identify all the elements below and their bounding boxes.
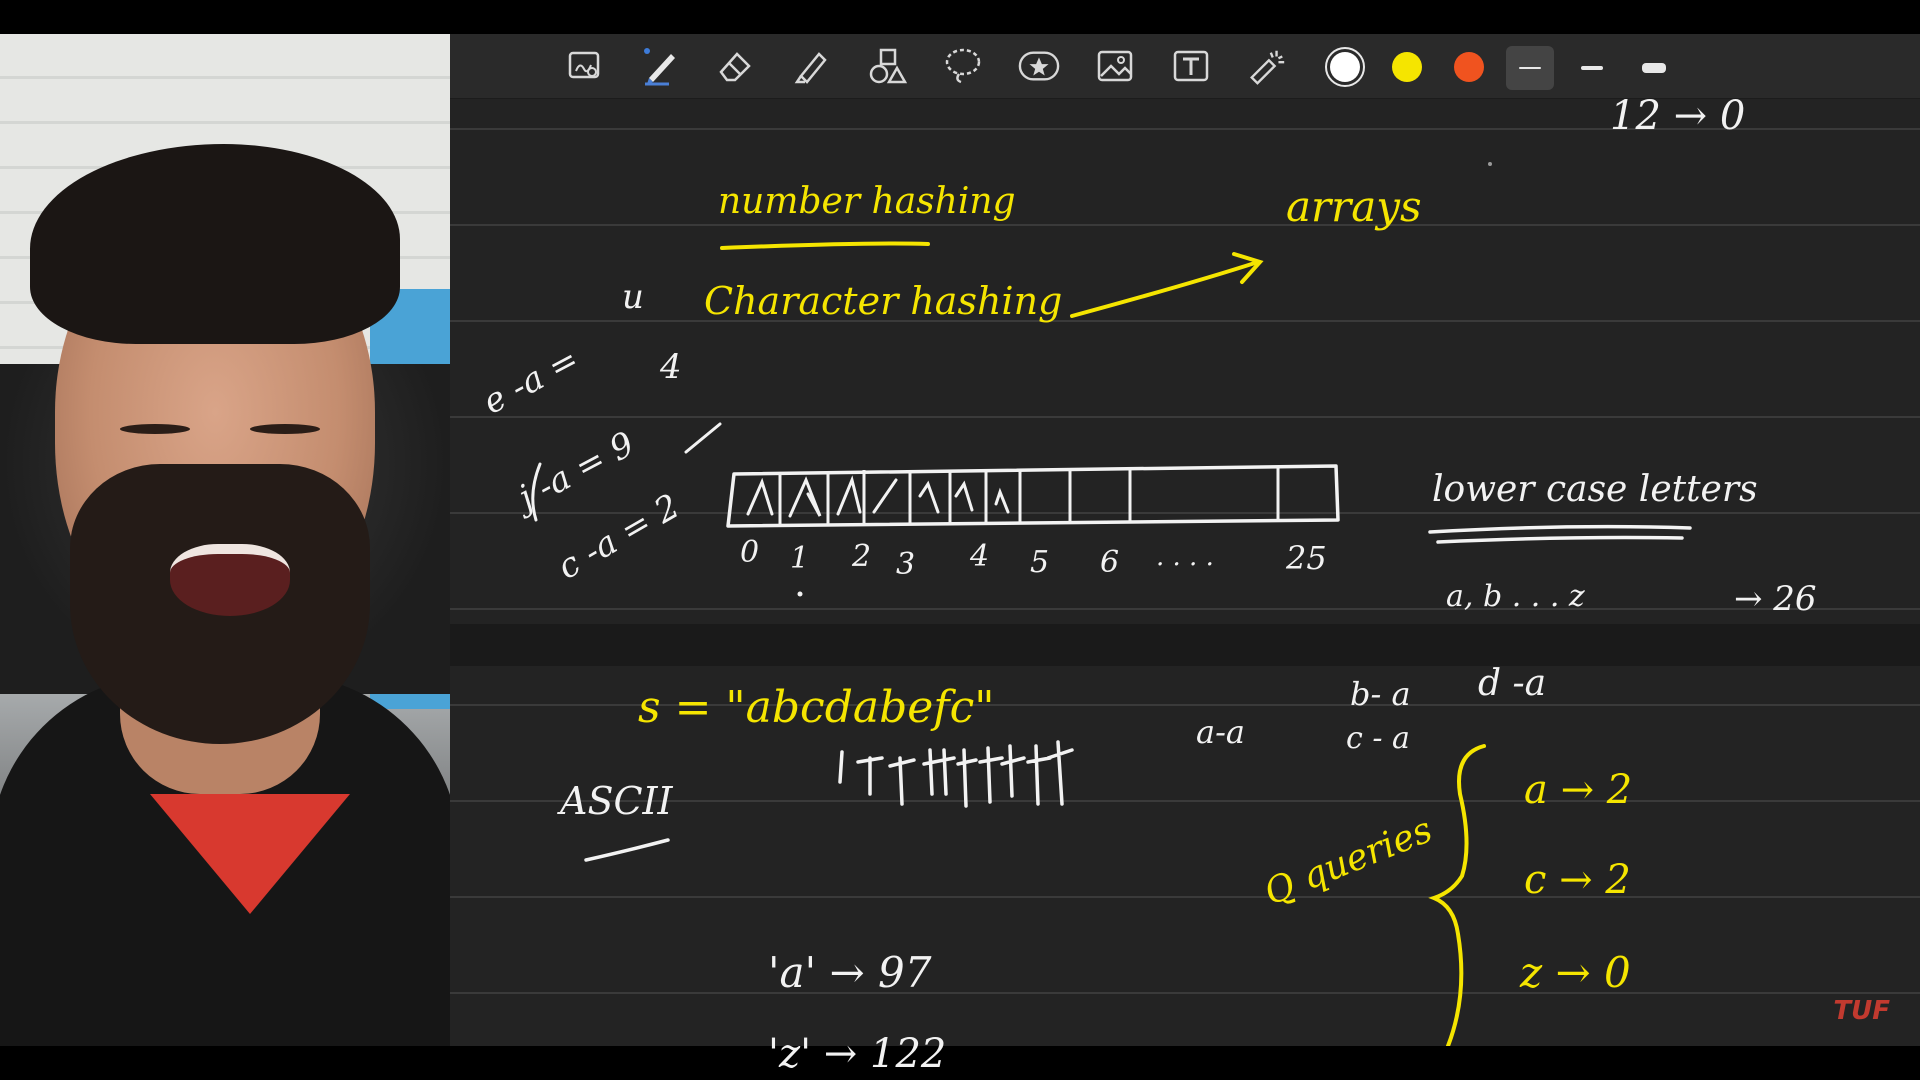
presenter-mouth [170,544,290,616]
note-arrays: arrays [1286,182,1422,231]
note-ascii-z: 'z' → 122 [768,1031,947,1077]
array-index: 2 [852,539,872,574]
pen-icon[interactable] [640,46,682,86]
color-swatch-yellow[interactable] [1392,52,1422,82]
note-b-minus-a: b- a [1350,675,1411,713]
note-a-to-z: a, b . . . z [1446,579,1585,614]
note-ascii-a: 'a' → 97 [768,948,932,997]
note-a-minus-a: a-a [1196,713,1245,751]
note-side-u: u [622,277,644,317]
color-swatch-orange[interactable] [1454,52,1484,82]
stroke-thin[interactable] [1506,46,1554,90]
eraser-icon[interactable] [714,46,756,86]
presenter-hair [30,144,400,344]
note-map-a: a → 2 [1524,767,1633,813]
note-arrow-26: → 26 [1734,579,1817,619]
ink-strokes [531,162,1692,1046]
page-separator [450,624,1920,666]
sticker-icon[interactable] [1018,46,1060,86]
array-index: . . . . [1156,542,1214,572]
presenter-eye-right [250,424,320,434]
presenter-eye-left [120,424,190,434]
note-map-z: z → 0 [1520,948,1631,997]
note-c-minus-a: c - a [1346,721,1410,756]
array-index: 1 [790,541,810,576]
note-ascii: ASCII [560,779,673,823]
array-index: 4 [970,539,990,574]
brand-watermark: TUF [1833,996,1890,1026]
stroke-thick[interactable] [1630,46,1678,90]
note-d-minus-a: d -a [1478,663,1547,704]
array-index: 0 [740,535,760,570]
lasso-icon[interactable] [942,46,984,86]
note-top-right: 12 → 0 [1610,93,1746,139]
note-lowercase-letters: lower case letters [1432,469,1758,510]
note-string-s: s = "abcdabefc" [638,682,995,733]
notes-canvas[interactable]: 12 → 0 number hashing arrays Character h… [450,34,1920,1074]
highlighter-icon[interactable] [790,46,832,86]
array-index: 25 [1286,539,1327,577]
page-view-icon[interactable] [564,46,606,86]
color-swatch-white[interactable] [1325,47,1365,87]
stroke-medium[interactable] [1568,46,1616,90]
array-index: 3 [896,547,916,582]
drawing-toolbar [450,34,1920,99]
array-index: 6 [1100,545,1120,580]
note-side-4: 4 [660,347,682,387]
array-index: 5 [1030,545,1050,580]
text-icon[interactable] [1170,46,1212,86]
note-number-hashing: number hashing [718,181,1016,222]
image-icon[interactable] [1094,46,1136,86]
webcam-feed [0,34,450,1046]
shapes-icon[interactable] [866,46,908,86]
laser-pointer-icon[interactable] [1246,46,1288,86]
note-map-c: c → 2 [1524,857,1631,903]
note-character-hashing: Character hashing [704,279,1063,323]
